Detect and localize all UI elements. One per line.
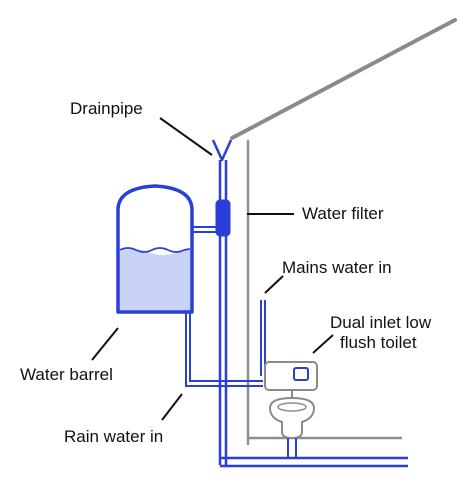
- rain-water-pipe-inner: [189, 312, 263, 382]
- water-filter-label: Water filter: [302, 204, 384, 223]
- toilet-label-line1: Dual inlet low: [330, 313, 432, 332]
- rain-water-leader: [161, 393, 183, 421]
- cistern-panel: [293, 367, 309, 381]
- drainpipe-leader: [159, 117, 213, 156]
- mains-water-in-label: Mains water in: [282, 258, 392, 277]
- toilet-leader: [312, 334, 334, 354]
- toilet-label-line2: flush toilet: [340, 333, 417, 352]
- rain-water-pipe: [185, 312, 263, 387]
- water-barrel-leader: [91, 327, 119, 361]
- water-surface: [119, 247, 191, 253]
- toilet-bowl: [268, 396, 316, 440]
- water-barrel-fill: [118, 249, 192, 312]
- gutter-funnel: [211, 139, 233, 162]
- drainpipe-label: Drainpipe: [70, 99, 143, 118]
- mains-water-leader: [264, 275, 284, 294]
- rain-water-in-label: Rain water in: [64, 427, 164, 446]
- water-barrel-label: Water barrel: [20, 365, 113, 384]
- toilet-seat: [277, 402, 307, 412]
- water-filter: [215, 199, 231, 237]
- roof-line: [230, 18, 457, 140]
- water-barrel: [116, 184, 194, 314]
- toilet-cistern: [264, 361, 318, 391]
